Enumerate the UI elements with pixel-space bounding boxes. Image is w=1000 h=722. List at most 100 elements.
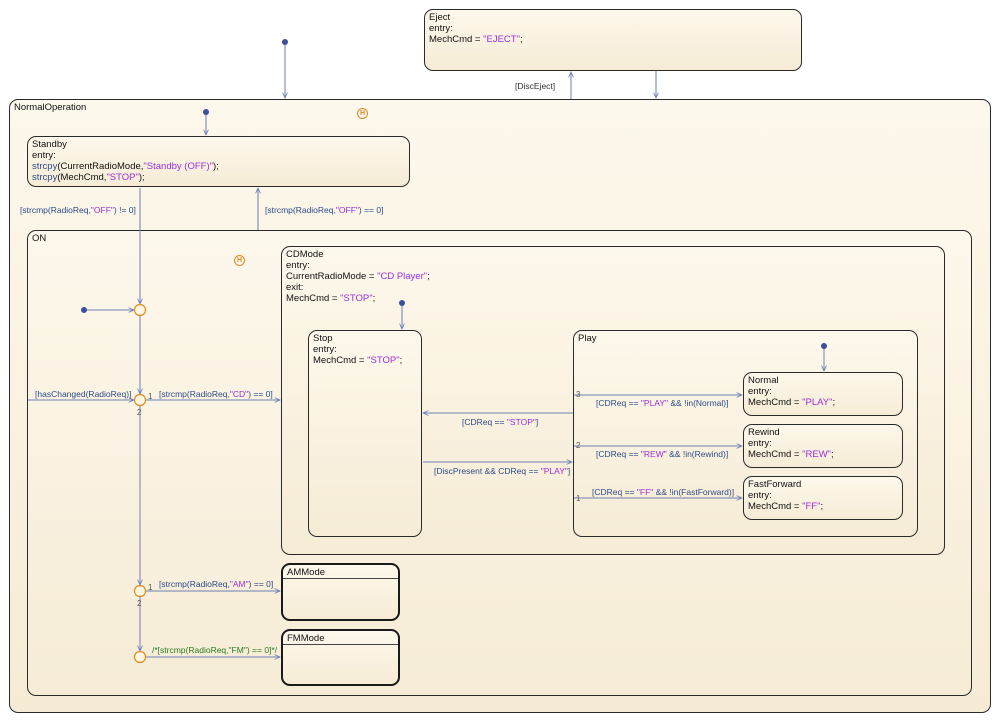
action-line: entry: (748, 438, 834, 449)
code-token: entry: (748, 386, 772, 397)
state-cdmode-actions: entry:CurrentRadioMode = "CD Player";exi… (286, 260, 430, 304)
code-token: [CDReq == (596, 449, 641, 459)
code-token: "PLAY" (640, 398, 669, 408)
state-standby-actions: entry:strcpy(CurrentRadioMode,"Standby (… (32, 150, 219, 183)
state-eject[interactable]: Eject entry:MechCmd = "EJECT"; (424, 9, 802, 71)
code-token: ; (427, 271, 430, 282)
junction-cd (133, 393, 147, 407)
state-fmmode-divider (283, 644, 398, 645)
order-junction-am-first: 1 (148, 583, 153, 592)
code-token: ] (535, 417, 539, 427)
code-token: strcmp (22, 205, 48, 215)
code-token: strcmp (267, 205, 293, 215)
order-junction-cd-first: 1 (148, 392, 153, 401)
code-token: (RadioReq, (186, 389, 230, 399)
code-token: [CDReq == (596, 398, 641, 408)
code-token: MechCmd = (748, 501, 803, 512)
code-token: entry: (313, 344, 337, 355)
state-fastforward-actions: entry:MechCmd = "FF"; (748, 490, 823, 512)
code-token: [ (159, 389, 162, 399)
code-token: entry: (429, 23, 453, 34)
code-token: "PLAY" (802, 397, 833, 408)
code-token: [DiscEject] (515, 81, 556, 91)
code-token: MechCmd = (748, 449, 803, 460)
label-to-fmmode[interactable]: /*[strcmp(RadioReq,"FM") == 0]*/ (152, 645, 278, 655)
state-ammode-title: AMMode (287, 567, 326, 578)
code-token: "FF" (636, 487, 654, 497)
default-dot-normal-operation (282, 39, 288, 45)
code-token: "REW" (802, 449, 832, 460)
code-token: "STOP" (367, 355, 400, 366)
state-normal[interactable]: Normal entry:MechCmd = "PLAY"; (743, 372, 903, 416)
junction-am (133, 584, 147, 598)
junction-on-entry (133, 303, 147, 317)
default-dot-on (81, 307, 87, 313)
code-token: strcpy (32, 172, 58, 183)
state-fmmode[interactable]: FMMode (281, 629, 400, 686)
code-token: (MechCmd, (57, 172, 107, 183)
code-token: ; (820, 501, 824, 512)
action-line: CurrentRadioMode = "CD Player"; (286, 271, 430, 282)
code-token: (CurrentRadioMode, (57, 161, 144, 172)
code-token: strcmp (161, 579, 187, 589)
action-line: entry: (313, 344, 402, 355)
label-disc-eject[interactable]: [DiscEject] (515, 81, 555, 91)
code-token: "STOP" (340, 293, 373, 304)
state-on-title: ON (32, 233, 47, 244)
state-fastforward-title: FastForward (748, 479, 802, 490)
code-token: && !in(FastForward)] (653, 487, 735, 497)
code-token: && !in(Rewind)] (666, 449, 729, 459)
state-normal-title: Normal (748, 375, 779, 386)
action-line: MechCmd = "FF"; (748, 501, 823, 512)
history-junction-normal-operation[interactable]: H (357, 108, 368, 119)
state-normal-actions: entry:MechCmd = "PLAY"; (748, 386, 835, 408)
code-token: [ (35, 389, 38, 399)
state-stop[interactable]: Stop entry:MechCmd = "STOP"; (308, 330, 422, 537)
label-to-rewind[interactable]: [CDReq == "REW" && !in(Rewind)] (596, 449, 728, 459)
state-ammode-divider (283, 578, 398, 579)
code-token: "CD Player" (377, 271, 428, 282)
state-standby[interactable]: Standby entry:strcpy(CurrentRadioMode,"S… (27, 136, 410, 187)
label-to-fastforward[interactable]: [CDReq == "FF" && !in(FastForward)] (592, 487, 734, 497)
label-play-to-stop[interactable]: [CDReq == "STOP"] (462, 417, 538, 427)
action-line: entry: (429, 23, 523, 34)
code-token: "FF" (802, 501, 821, 512)
label-has-changed[interactable]: [hasChanged(RadioReq)] (35, 389, 131, 399)
action-line: MechCmd = "STOP"; (286, 293, 430, 304)
state-stop-title: Stop (313, 333, 333, 344)
state-ammode[interactable]: AMMode (281, 563, 400, 621)
code-token: ; (372, 293, 376, 304)
action-line: MechCmd = "PLAY"; (748, 397, 835, 408)
code-token: (RadioReq, (186, 579, 230, 589)
label-on-to-standby[interactable]: [strcmp(RadioReq,"OFF") == 0] (265, 205, 383, 215)
label-to-ammode[interactable]: [strcmp(RadioReq,"AM") == 0] (159, 579, 273, 589)
code-token: [ (265, 205, 268, 215)
code-token: entry: (32, 150, 56, 161)
code-token: "OFF" (335, 205, 359, 215)
label-stop-to-play[interactable]: [DiscPresent && CDReq == "PLAY"] (434, 466, 570, 476)
state-standby-title: Standby (32, 139, 67, 150)
code-token: MechCmd = (429, 34, 484, 45)
code-token: "PLAY" (540, 466, 568, 476)
code-token: "AM" (229, 579, 249, 589)
action-line: MechCmd = "EJECT"; (429, 34, 523, 45)
state-play-title: Play (578, 333, 597, 344)
code-token: [CDReq == (462, 417, 507, 427)
code-token: CurrentRadioMode = (286, 271, 378, 282)
label-to-normal[interactable]: [CDReq == "PLAY" && !in(Normal)] (596, 398, 729, 408)
history-junction-on[interactable]: H (234, 255, 245, 266)
state-stop-actions: entry:MechCmd = "STOP"; (313, 344, 402, 366)
code-token: (RadioReq, (292, 205, 336, 215)
state-fmmode-title: FMMode (287, 633, 325, 644)
state-fastforward[interactable]: FastForward entry:MechCmd = "FF"; (743, 476, 903, 520)
state-normal-operation-title: NormalOperation (14, 102, 87, 113)
state-eject-title: Eject (429, 12, 451, 23)
code-token: [DiscPresent && CDReq == (434, 466, 541, 476)
action-line: MechCmd = "REW"; (748, 449, 834, 460)
label-to-cdmode[interactable]: [strcmp(RadioReq,"CD") == 0] (159, 389, 273, 399)
action-line: entry: (748, 386, 835, 397)
action-line: exit: (286, 282, 430, 293)
state-rewind[interactable]: Rewind entry:MechCmd = "REW"; (743, 424, 903, 468)
label-standby-to-on[interactable]: [strcmp(RadioReq,"OFF") != 0] (20, 205, 136, 215)
code-token: ; (831, 449, 834, 460)
